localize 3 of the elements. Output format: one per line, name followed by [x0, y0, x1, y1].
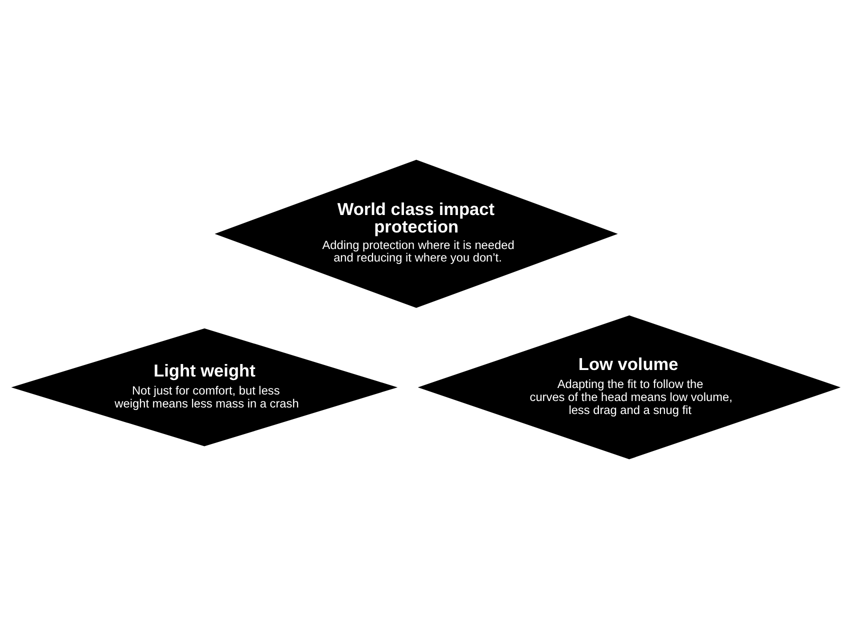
node-diamond: Light weight Not just for comfort, but less weight means less mass in a crash [11, 328, 398, 446]
node-diamond: World class impact protection Adding protection where it is needed and reducing it where you don’t. [214, 159, 618, 308]
node-diamond: Low volume Adapting the fit to follow the curves of the head means low volume, less drag and a snug fit [418, 314, 841, 459]
